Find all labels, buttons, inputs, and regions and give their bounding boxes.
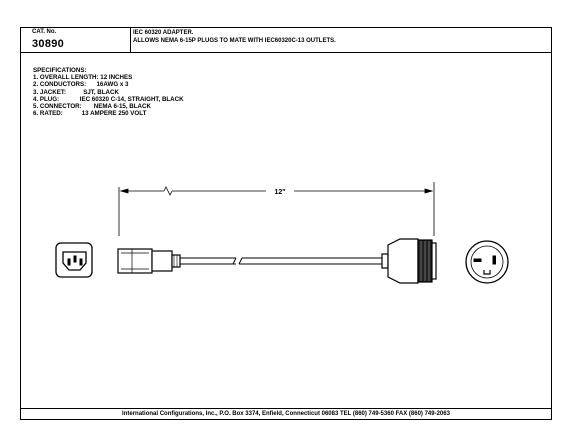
connector-face-view bbox=[465, 240, 509, 284]
specifications-title: SPECIFICATIONS: bbox=[33, 67, 87, 74]
spec-item-plug: 4. PLUG: IEC 60320 C-14, STRAIGHT, BLACK bbox=[33, 95, 184, 103]
plug-body bbox=[117, 248, 181, 274]
spec-item-jacket: 3. JACKET: SJT, BLACK bbox=[33, 88, 119, 96]
spec-item-length: 1. OVERALL LENGTH: 12 INCHES bbox=[33, 74, 133, 82]
company-footer: International Configurations, Inc., P.O.… bbox=[21, 408, 551, 419]
catalog-cell: CAT. No. 30890 bbox=[21, 28, 131, 52]
dimension-line bbox=[118, 182, 435, 236]
specifications: SPECIFICATIONS: 1. OVERALL LENGTH: 12 IN… bbox=[33, 67, 184, 117]
spec-item-conductors: 2. CONDUCTORS: 16AWG x 3 bbox=[33, 81, 129, 89]
cable bbox=[180, 257, 382, 265]
cat-number: 30890 bbox=[32, 38, 65, 50]
description-line-1: IEC 60320 ADAPTER. bbox=[133, 30, 194, 36]
drawing-sheet: CAT. No. 30890 IEC 60320 ADAPTER. ALLOWS… bbox=[20, 27, 552, 420]
cat-label: CAT. No. bbox=[32, 29, 57, 35]
description: IEC 60320 ADAPTER. ALLOWS NEMA 6-15P PLU… bbox=[133, 29, 336, 45]
plug-face-view bbox=[55, 242, 93, 278]
spec-item-connector: 5. CONNECTOR: NEMA 6-15, BLACK bbox=[33, 103, 151, 111]
connector-body bbox=[381, 238, 437, 284]
description-line-2: ALLOWS NEMA 6-15P PLUGS TO MATE WITH IEC… bbox=[133, 38, 336, 44]
title-block: CAT. No. 30890 IEC 60320 ADAPTER. ALLOWS… bbox=[21, 28, 551, 53]
spec-item-rated: 6. RATED: 13 AMPERE 250 VOLT bbox=[33, 110, 147, 118]
cord-drawing: 12" bbox=[55, 182, 509, 284]
length-label: 12" bbox=[274, 189, 285, 196]
